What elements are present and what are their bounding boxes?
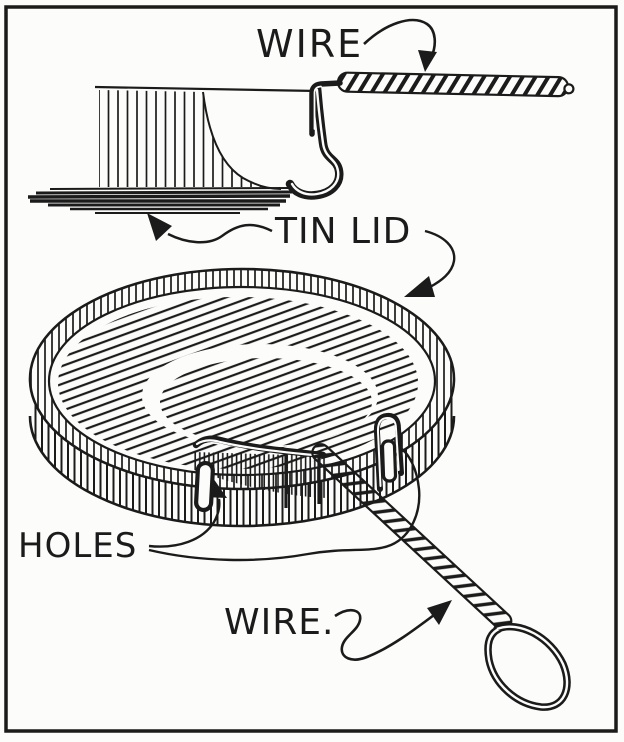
lid-top-line <box>94 85 319 93</box>
holes-leader-far <box>148 445 421 562</box>
wire-bar <box>192 435 327 459</box>
arrowhead <box>404 276 435 297</box>
pan-outer-rim-edge <box>28 267 456 491</box>
wire-tip <box>563 83 575 95</box>
tin-lid-pan <box>28 267 456 528</box>
lid-cross-section-detail <box>27 71 575 214</box>
figure-border <box>4 5 618 733</box>
tin-lid-right-arrow <box>404 229 456 297</box>
wire-bottom-arrow <box>334 600 452 661</box>
wire-bottom-label: WIRE. <box>224 602 334 643</box>
far-wire-over-rim <box>373 412 404 492</box>
lid-section-hatch <box>99 90 281 189</box>
near-hole <box>194 460 215 513</box>
tin-lid-label: TIN LID <box>274 211 411 252</box>
arrowhead <box>427 600 452 625</box>
handle-end-loop <box>484 622 571 711</box>
twisted-wire-top <box>336 71 575 98</box>
pan-floor-shading <box>58 297 419 470</box>
tin-lid-left-arrow <box>147 213 273 244</box>
pan-inner-near-wall <box>194 452 326 498</box>
wire-top-arrow <box>363 18 437 72</box>
lid-rim-curl <box>285 83 344 200</box>
lid-bottom-band <box>27 187 293 214</box>
arrowhead <box>418 50 437 72</box>
wire-top-label: WIRE <box>256 22 363 66</box>
wire-clip <box>309 80 343 137</box>
arrowhead <box>147 213 172 241</box>
pan-bottom-edge <box>28 415 456 528</box>
holes-label: HOLES <box>18 526 137 566</box>
far-hole <box>380 439 398 483</box>
